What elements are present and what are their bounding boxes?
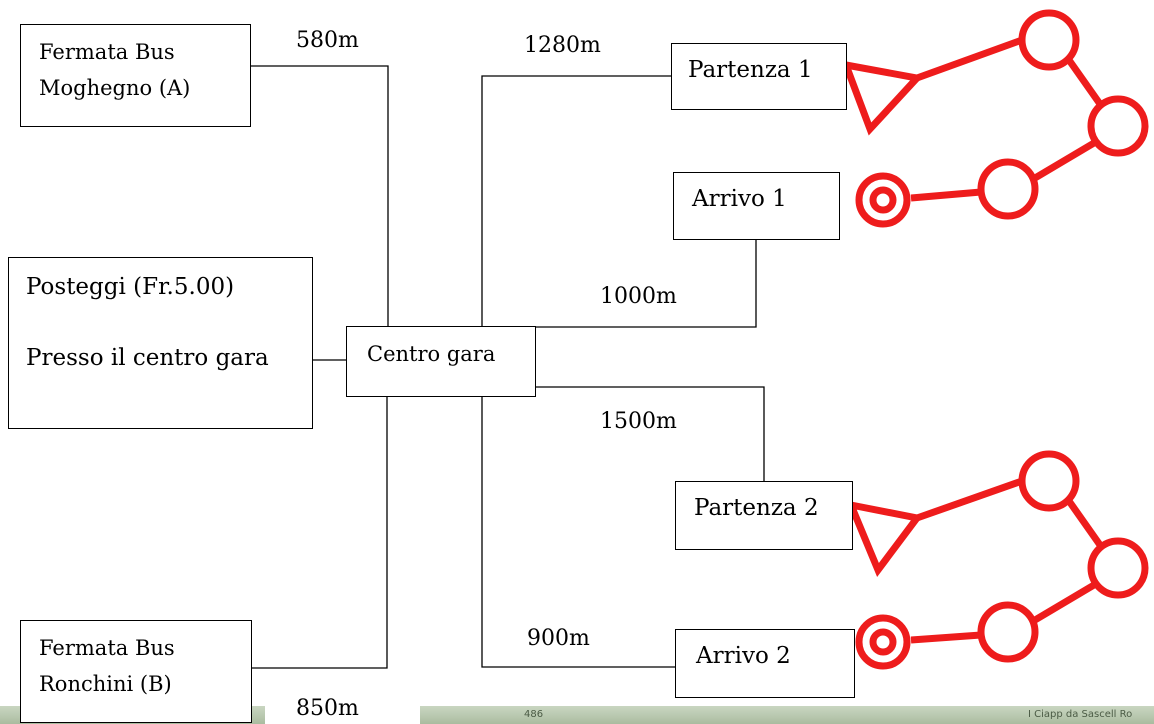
path-bus-a (251, 65, 389, 326)
path-start2 (536, 386, 765, 481)
parking-line1: Posteggi (Fr.5.00) (26, 274, 235, 300)
control-circle-1c-icon (977, 158, 1039, 220)
finish-1-label: Arrivo 1 (692, 186, 787, 212)
course1-leg-3 (1033, 139, 1096, 182)
box-finish-1: Arrivo 1 (673, 172, 840, 240)
finish-circle-2-inner-icon (869, 628, 897, 656)
distance-finish-2: 900m (527, 626, 590, 651)
start-triangle-2-icon (845, 500, 924, 578)
start-1-label: Partenza 1 (688, 57, 813, 83)
distance-finish-1: 1000m (600, 284, 677, 309)
path-bus-b (252, 397, 388, 669)
box-bus-stop-b: Fermata Bus Ronchini (B) (20, 620, 252, 723)
map-strip-right: 486 I Ciapp da Sascell Ro (420, 706, 1154, 724)
path-start1 (481, 75, 671, 326)
box-start-1: Partenza 1 (671, 43, 847, 110)
finish-circle-2-outer-icon (855, 614, 911, 670)
control-circle-2a-icon (1018, 450, 1080, 512)
bus-b-line1: Fermata Bus (39, 636, 175, 660)
distance-bus-a: 580m (296, 28, 359, 53)
distance-start-1: 1280m (524, 33, 601, 58)
start-triangle-1-icon (840, 60, 924, 136)
course2-leg-1 (915, 477, 1024, 522)
map-place-label: I Ciapp da Sascell Ro (1028, 709, 1133, 720)
box-bus-stop-a: Fermata Bus Moghegno (A) (20, 24, 251, 127)
path-finish2 (481, 397, 675, 668)
distance-start-2: 1500m (600, 409, 677, 434)
distance-bus-b: 850m (296, 696, 359, 721)
bus-a-line1: Fermata Bus (39, 40, 175, 64)
bus-b-line2: Ronchini (B) (39, 672, 172, 696)
course2-leg-4 (910, 631, 982, 644)
control-circle-2b-icon (1087, 537, 1149, 599)
course1-leg-4 (910, 188, 982, 202)
finish-2-label: Arrivo 2 (696, 643, 791, 669)
course2-leg-2 (1066, 498, 1103, 548)
start-2-label: Partenza 2 (694, 495, 819, 521)
parking-line2: Presso il centro gara (26, 345, 269, 371)
control-circle-1b-icon (1087, 95, 1149, 157)
map-elevation-label: 486 (524, 709, 544, 720)
path-finish1 (536, 240, 757, 328)
finish-circle-1-outer-icon (855, 172, 911, 228)
box-finish-2: Arrivo 2 (675, 629, 855, 698)
control-circle-1a-icon (1018, 9, 1080, 71)
box-start-2: Partenza 2 (675, 481, 853, 550)
box-race-center: Centro gara (346, 326, 536, 397)
course1-leg-1 (915, 36, 1024, 82)
control-circle-2c-icon (977, 601, 1039, 663)
finish-circle-1-inner-icon (869, 186, 897, 214)
course2-leg-3 (1033, 581, 1096, 624)
course1-leg-2 (1066, 57, 1103, 107)
bus-a-line2: Moghegno (A) (39, 76, 191, 100)
race-center-label: Centro gara (367, 342, 496, 366)
box-parking: Posteggi (Fr.5.00) Presso il centro gara (8, 257, 313, 429)
